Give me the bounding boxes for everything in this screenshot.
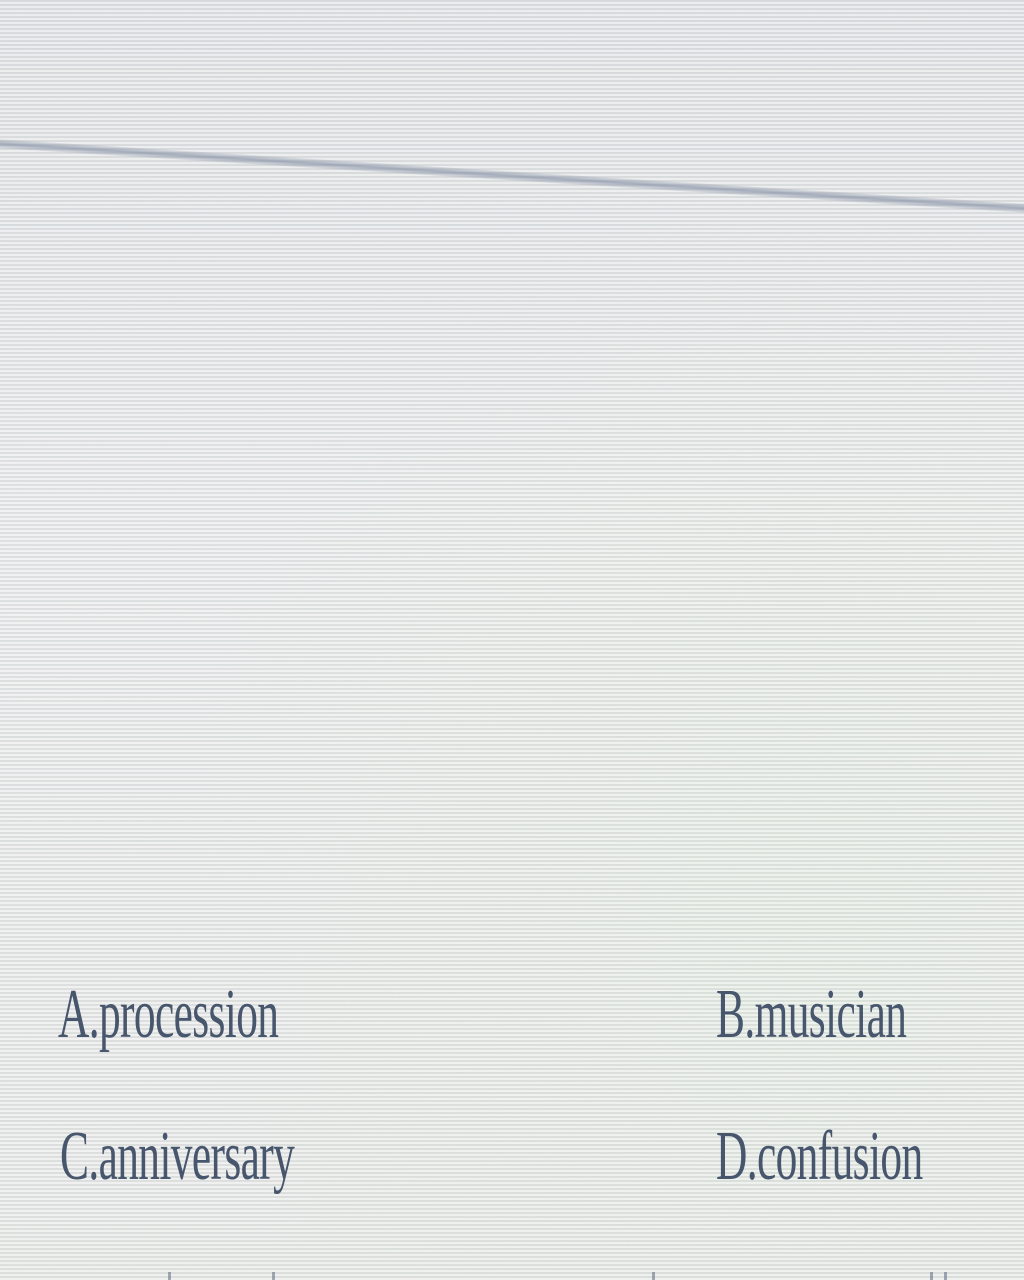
option-a-text: procession <box>98 976 279 1053</box>
option-b[interactable]: B.musician <box>716 980 907 1050</box>
option-d-text: confusion <box>756 1118 923 1195</box>
text-fragment <box>944 1272 947 1280</box>
option-c-text: anniversary <box>98 1118 295 1195</box>
option-b-text: musician <box>754 976 907 1053</box>
option-d-letter: D. <box>716 1118 758 1195</box>
option-c[interactable]: C.anniversary <box>60 1122 295 1192</box>
horizontal-divider <box>0 138 1024 215</box>
option-a-letter: A. <box>58 976 100 1053</box>
text-fragment <box>272 1272 275 1280</box>
text-fragment <box>168 1272 171 1280</box>
cropped-text-fragments <box>0 1266 1024 1280</box>
option-d[interactable]: D.confusion <box>716 1122 923 1192</box>
option-b-letter: B. <box>716 976 755 1053</box>
option-c-letter: C. <box>60 1118 99 1195</box>
text-fragment <box>652 1272 655 1280</box>
text-fragment <box>930 1272 933 1280</box>
option-a[interactable]: A.procession <box>58 980 279 1050</box>
